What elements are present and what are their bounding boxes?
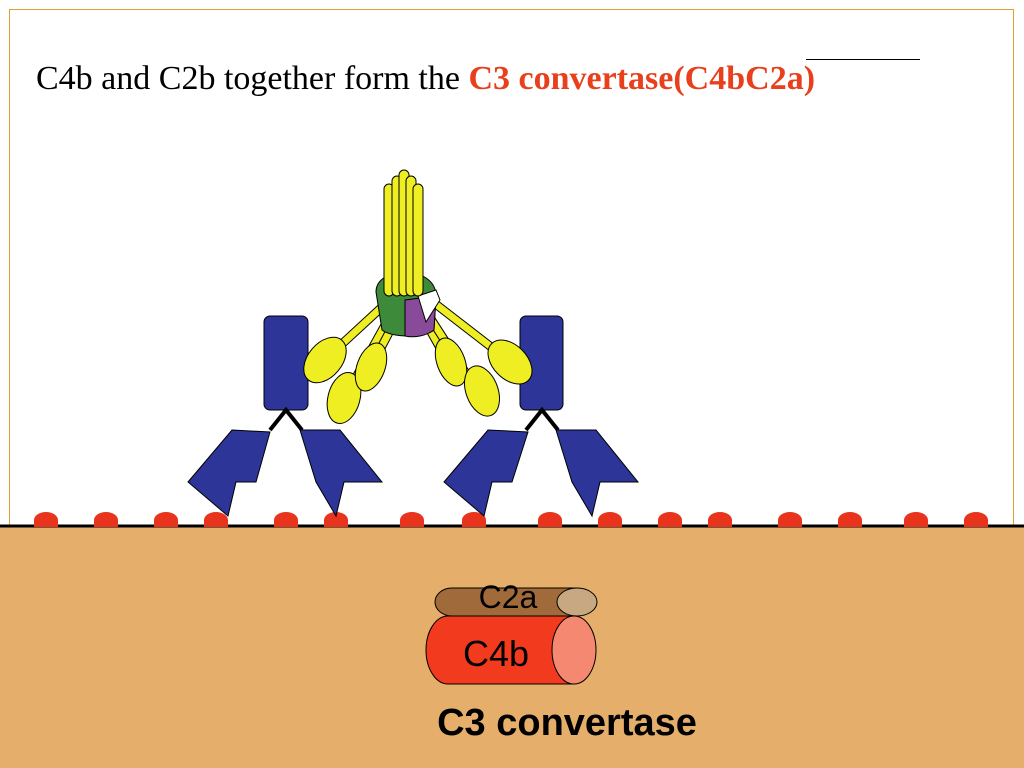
antigen [964,512,988,527]
antigen [204,512,228,527]
title-overbar [806,59,920,60]
c1q-head [434,337,468,387]
c4b-end [551,615,597,685]
c4b-body [425,615,575,685]
c1q-head [303,336,347,384]
title-prefix: C4b and C2b together form the [36,60,469,97]
antibody-right [443,315,640,518]
antibody-fab-right-2 [555,429,640,518]
antibody-fab-left-1 [187,429,271,517]
c2a-label: C2a [479,579,538,615]
antigen [94,512,118,527]
title-highlight: C3 convertase(C4bC2a) [468,60,816,97]
c3-convertase: C2a C4b C3 convertase [425,579,697,744]
c4b-label: C4b [463,633,529,674]
antigen [34,512,58,527]
antigen-group [34,512,988,527]
c1q-head [464,365,500,417]
antibody-hinge-right [524,406,560,432]
antigen [708,512,732,527]
c1q-head [354,342,388,392]
antibody-left [187,315,384,518]
antigen [658,512,682,527]
antigen [838,512,862,527]
c1q-head [487,339,533,385]
slide-title: C4b and C2b together form the C3 convert… [36,60,815,98]
antigen [778,512,802,527]
antigen [324,512,348,527]
c1-complex [303,169,533,424]
antibody-fab-right-1 [443,429,529,517]
c3-convertase-label: C3 convertase [437,702,697,744]
antigen [598,512,622,527]
antibody-fc-left [263,315,309,411]
antibody-fab-left-2 [299,429,384,518]
c1-cleft [417,289,441,324]
antigen [274,512,298,527]
c1q-stalk [383,169,424,297]
c1q-stalk-strand [412,183,424,297]
antibody-hinge-left [268,406,304,432]
antigen [400,512,424,527]
antigen [462,512,486,527]
antigen [904,512,928,527]
antigen [538,512,562,527]
c2a-end [556,587,598,617]
c1q-head [326,372,362,424]
antigen [154,512,178,527]
